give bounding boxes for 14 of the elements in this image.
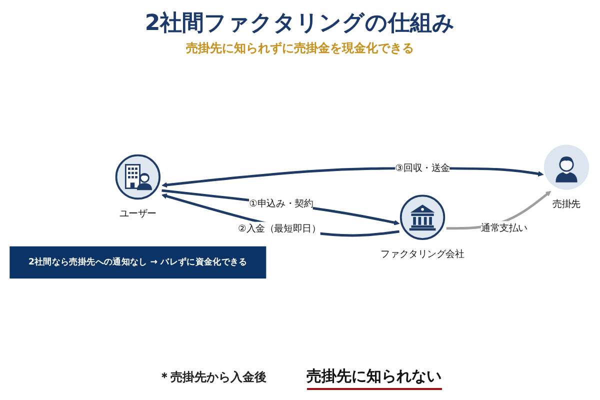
- edge-label: ③回収・送金: [395, 162, 450, 174]
- node-label: ユーザー: [119, 208, 156, 220]
- edge-label: 通常支払い: [481, 222, 528, 234]
- arrow: [162, 194, 400, 237]
- footnote: ＊売掛先から入金後: [158, 369, 266, 386]
- node-label: 売掛先: [552, 198, 580, 210]
- edge-label: ②入金（最短即日）: [238, 222, 321, 234]
- emphasis-note: 売掛先に知られない: [306, 367, 442, 390]
- node-label: ファクタリング会社: [380, 248, 464, 260]
- node-box: 2社間なら売掛先への通知なし → バレずに資金化できる: [10, 246, 266, 279]
- edge-label: ①申込み・契約: [249, 198, 314, 209]
- subtitle: 売掛先に知られずに売掛金を現金化できる: [185, 40, 415, 57]
- title: 2社間ファクタリングの仕組み: [144, 10, 456, 38]
- arrow: [162, 189, 400, 226]
